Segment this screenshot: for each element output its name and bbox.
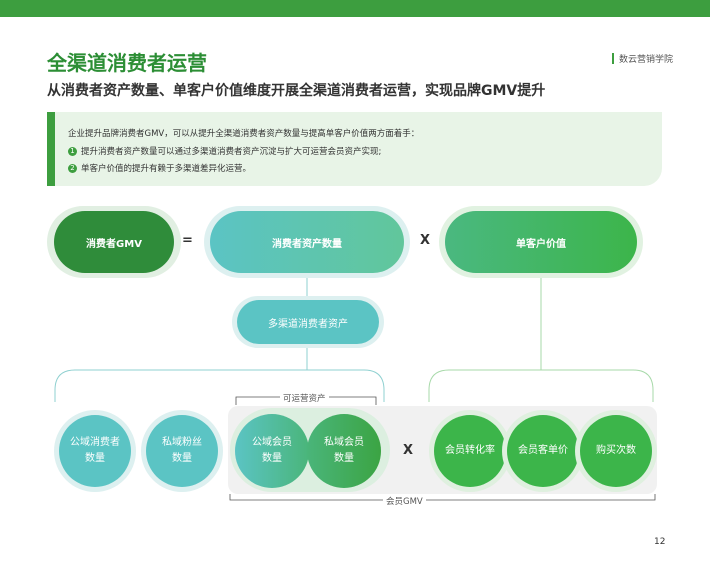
asset-count-pill: 消费者资产数量 (210, 211, 404, 273)
public-members-label-2: 数量 (262, 453, 282, 464)
page-number: 12 (654, 537, 666, 547)
purchase-count-circle: 购买次数 (580, 415, 652, 487)
times-sign: X (420, 233, 431, 248)
private-members-label-2: 数量 (334, 453, 354, 464)
page-title: 全渠道消费者运营 (47, 51, 207, 75)
intro-box (47, 112, 662, 186)
private-fans-circle: 私域粉丝数量 (146, 415, 218, 487)
operable-assets-label: 可运营资产 (280, 392, 329, 404)
member-times-sign: X (403, 443, 414, 458)
intro-point-2-text: 单客户价值的提升有赖于多渠道差异化运营。 (81, 164, 252, 174)
equals-sign: = (182, 233, 193, 248)
private-fans-label-1: 私域粉丝 (162, 437, 202, 448)
public-domain-consumers-circle: 公域消费者数量 (59, 415, 131, 487)
intro-point-1: 1 提升消费者资产数量可以通过多渠道消费者资产沉淀与扩大可运营会员资产实现; (68, 145, 381, 157)
number-2-icon: 2 (68, 164, 77, 173)
page-subtitle: 从消费者资产数量、单客户价值维度开展全渠道消费者运营，实现品牌GMV提升 (47, 83, 546, 99)
intro-point-2: 2 单客户价值的提升有赖于多渠道差异化运营。 (68, 162, 251, 174)
public-members-circle: 公域会员数量 (235, 414, 309, 488)
consumer-gmv-pill: 消费者GMV (54, 211, 174, 273)
public-domain-label-2: 数量 (85, 453, 105, 464)
number-1-icon: 1 (68, 147, 77, 156)
intro-accent-bar (47, 112, 55, 186)
private-members-label-1: 私域会员 (324, 437, 364, 448)
brand-divider (612, 53, 614, 64)
member-unit-price-circle: 会员客单价 (507, 415, 579, 487)
private-fans-label-2: 数量 (172, 453, 192, 464)
top-accent-bar (0, 0, 710, 17)
multi-channel-pill: 多渠道消费者资产 (237, 300, 379, 344)
intro-point-1-text: 提升消费者资产数量可以通过多渠道消费者资产沉淀与扩大可运营会员资产实现; (81, 147, 382, 157)
customer-value-pill: 单客户价值 (445, 211, 637, 273)
brand-label: 数云营销学院 (619, 55, 674, 65)
public-domain-label-1: 公域消费者 (70, 437, 120, 448)
intro-lead: 企业提升品牌消费者GMV，可以从提升全渠道消费者资产数量与提高单客户价值两方面着… (68, 129, 420, 139)
public-members-label-1: 公域会员 (252, 437, 292, 448)
private-members-circle: 私域会员数量 (307, 414, 381, 488)
member-gmv-label: 会员GMV (383, 495, 426, 507)
member-conversion-rate-circle: 会员转化率 (434, 415, 506, 487)
